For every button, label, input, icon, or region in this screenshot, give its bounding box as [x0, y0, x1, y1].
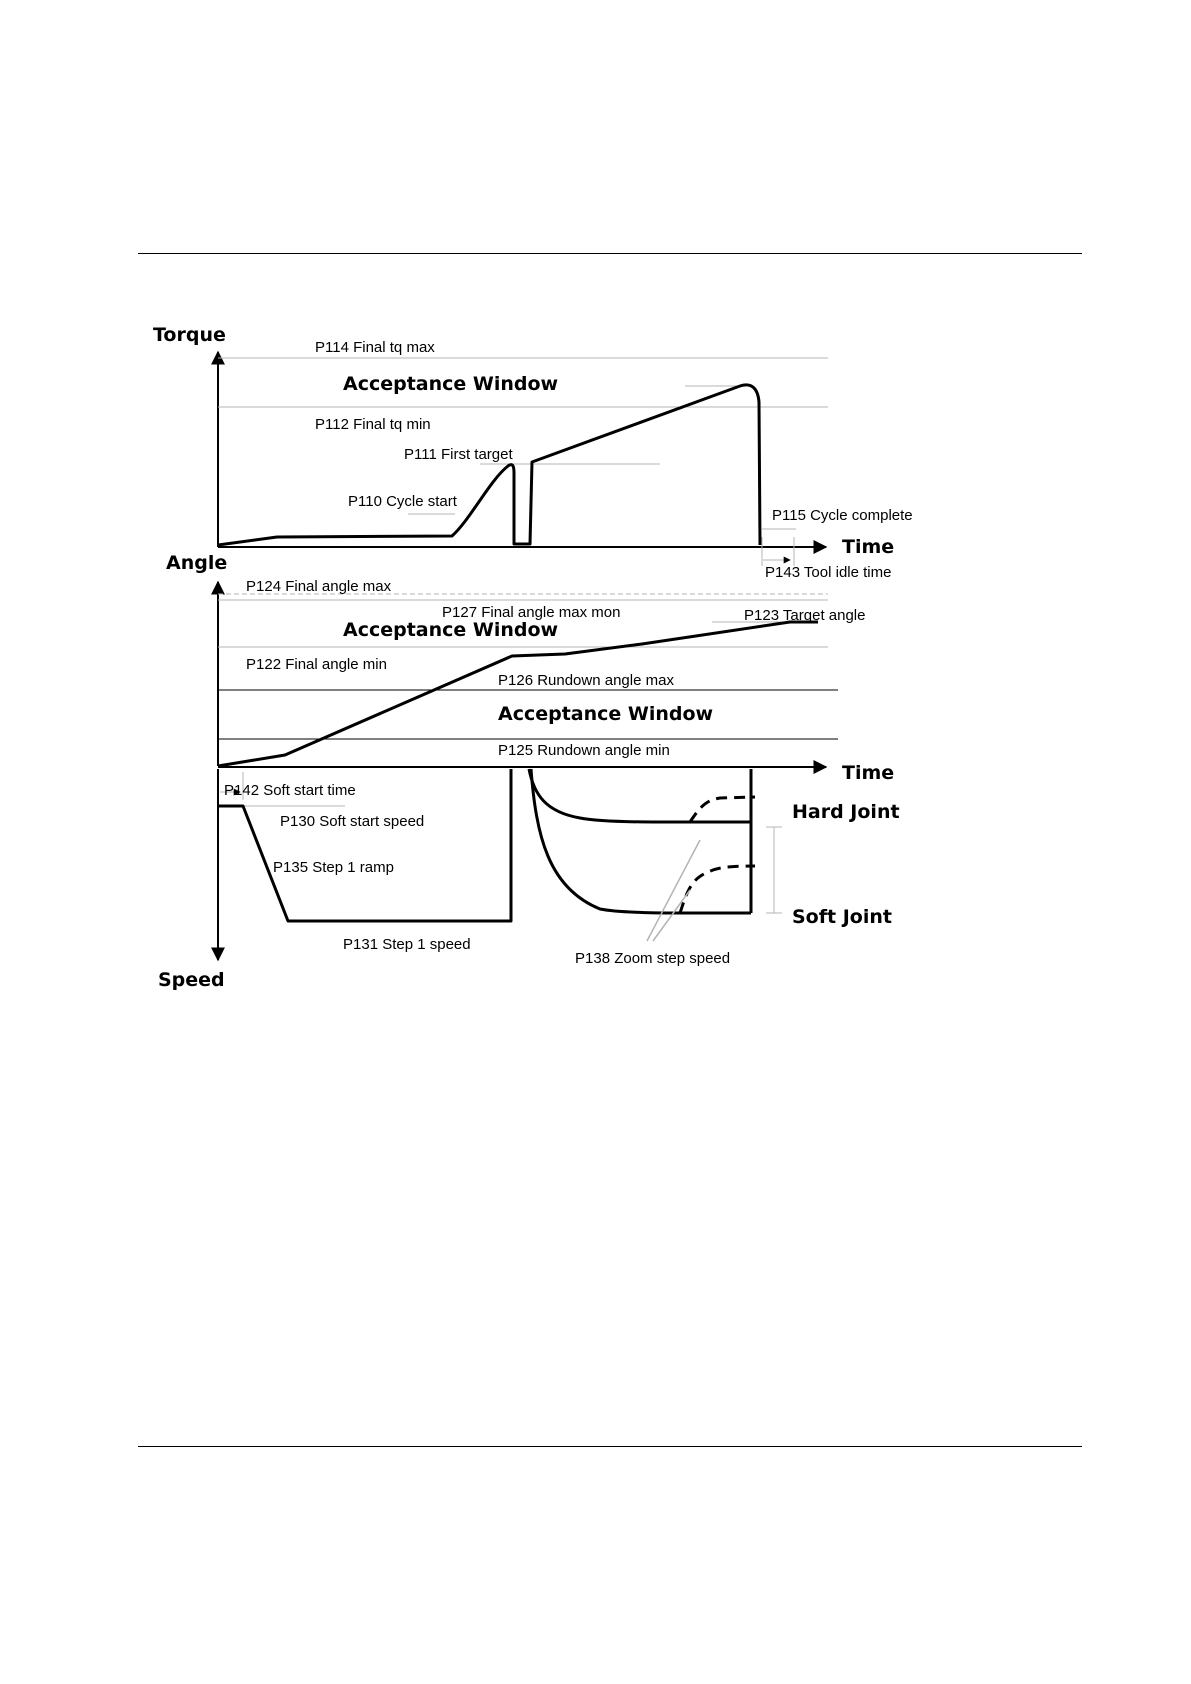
step1-ramp-label: P135 Step 1 ramp [273, 859, 394, 876]
footer-rule [138, 1446, 1082, 1447]
torque-axis-label: Torque [153, 324, 226, 346]
cycle-start-label: P110 Cycle start [348, 493, 458, 510]
final-angle-min-label: P122 Final angle min [246, 656, 387, 673]
torque-acceptance-window-label: Acceptance Window [343, 373, 558, 395]
angle-section: Angle Time Acceptance Window Acceptance … [166, 552, 894, 784]
angle-axis-label: Angle [166, 552, 227, 574]
first-target-label: P111 First target [404, 446, 513, 463]
zoom-pointer-1 [646, 839, 701, 942]
final-tq-max-label: P114 Final tq max [315, 339, 435, 356]
cycle-complete-label: P115 Cycle complete [772, 507, 913, 524]
hard-joint-label: Hard Joint [792, 801, 900, 823]
soft-joint-zoom-dashed [678, 864, 756, 914]
soft-joint-curve [529, 768, 751, 915]
zoom-pointer-2 [652, 889, 691, 942]
angle-time-label: Time [842, 762, 894, 784]
hard-joint-curve [527, 768, 751, 824]
soft-start-time-label: P142 Soft start time [224, 782, 356, 799]
target-angle-label: P123 Target angle [744, 607, 866, 624]
speed-axis-label: Speed [158, 969, 225, 991]
rundown-angle-max-label: P126 Rundown angle max [498, 672, 674, 689]
final-tq-min-label: P112 Final tq min [315, 416, 431, 433]
tool-idle-time-label: P143 Tool idle time [765, 564, 891, 581]
zoom-step-speed-label: P138 Zoom step speed [575, 950, 730, 967]
soft-start-speed-label: P130 Soft start speed [280, 813, 424, 830]
rundown-acceptance-window-label: Acceptance Window [498, 703, 713, 725]
torque-section: Torque Time Acceptance Window P114 Final… [153, 324, 913, 581]
hard-joint-zoom-dashed [688, 795, 756, 823]
angle-curve [217, 620, 818, 768]
final-angle-acceptance-window-label: Acceptance Window [343, 619, 558, 641]
final-angle-max-label: P124 Final angle max [246, 578, 392, 595]
rundown-angle-min-label: P125 Rundown angle min [498, 742, 670, 759]
final-angle-max-mon-label: P127 Final angle max mon [442, 604, 620, 621]
speed-step-curve [218, 769, 513, 923]
torque-curve [217, 383, 762, 547]
step1-speed-label: P131 Step 1 speed [343, 936, 471, 953]
header-rule [138, 253, 1082, 254]
speed-section: Speed Hard Joint Soft Joint P142 Soft st… [158, 768, 900, 991]
torque-time-label: Time [842, 536, 894, 558]
soft-joint-label: Soft Joint [792, 906, 892, 928]
